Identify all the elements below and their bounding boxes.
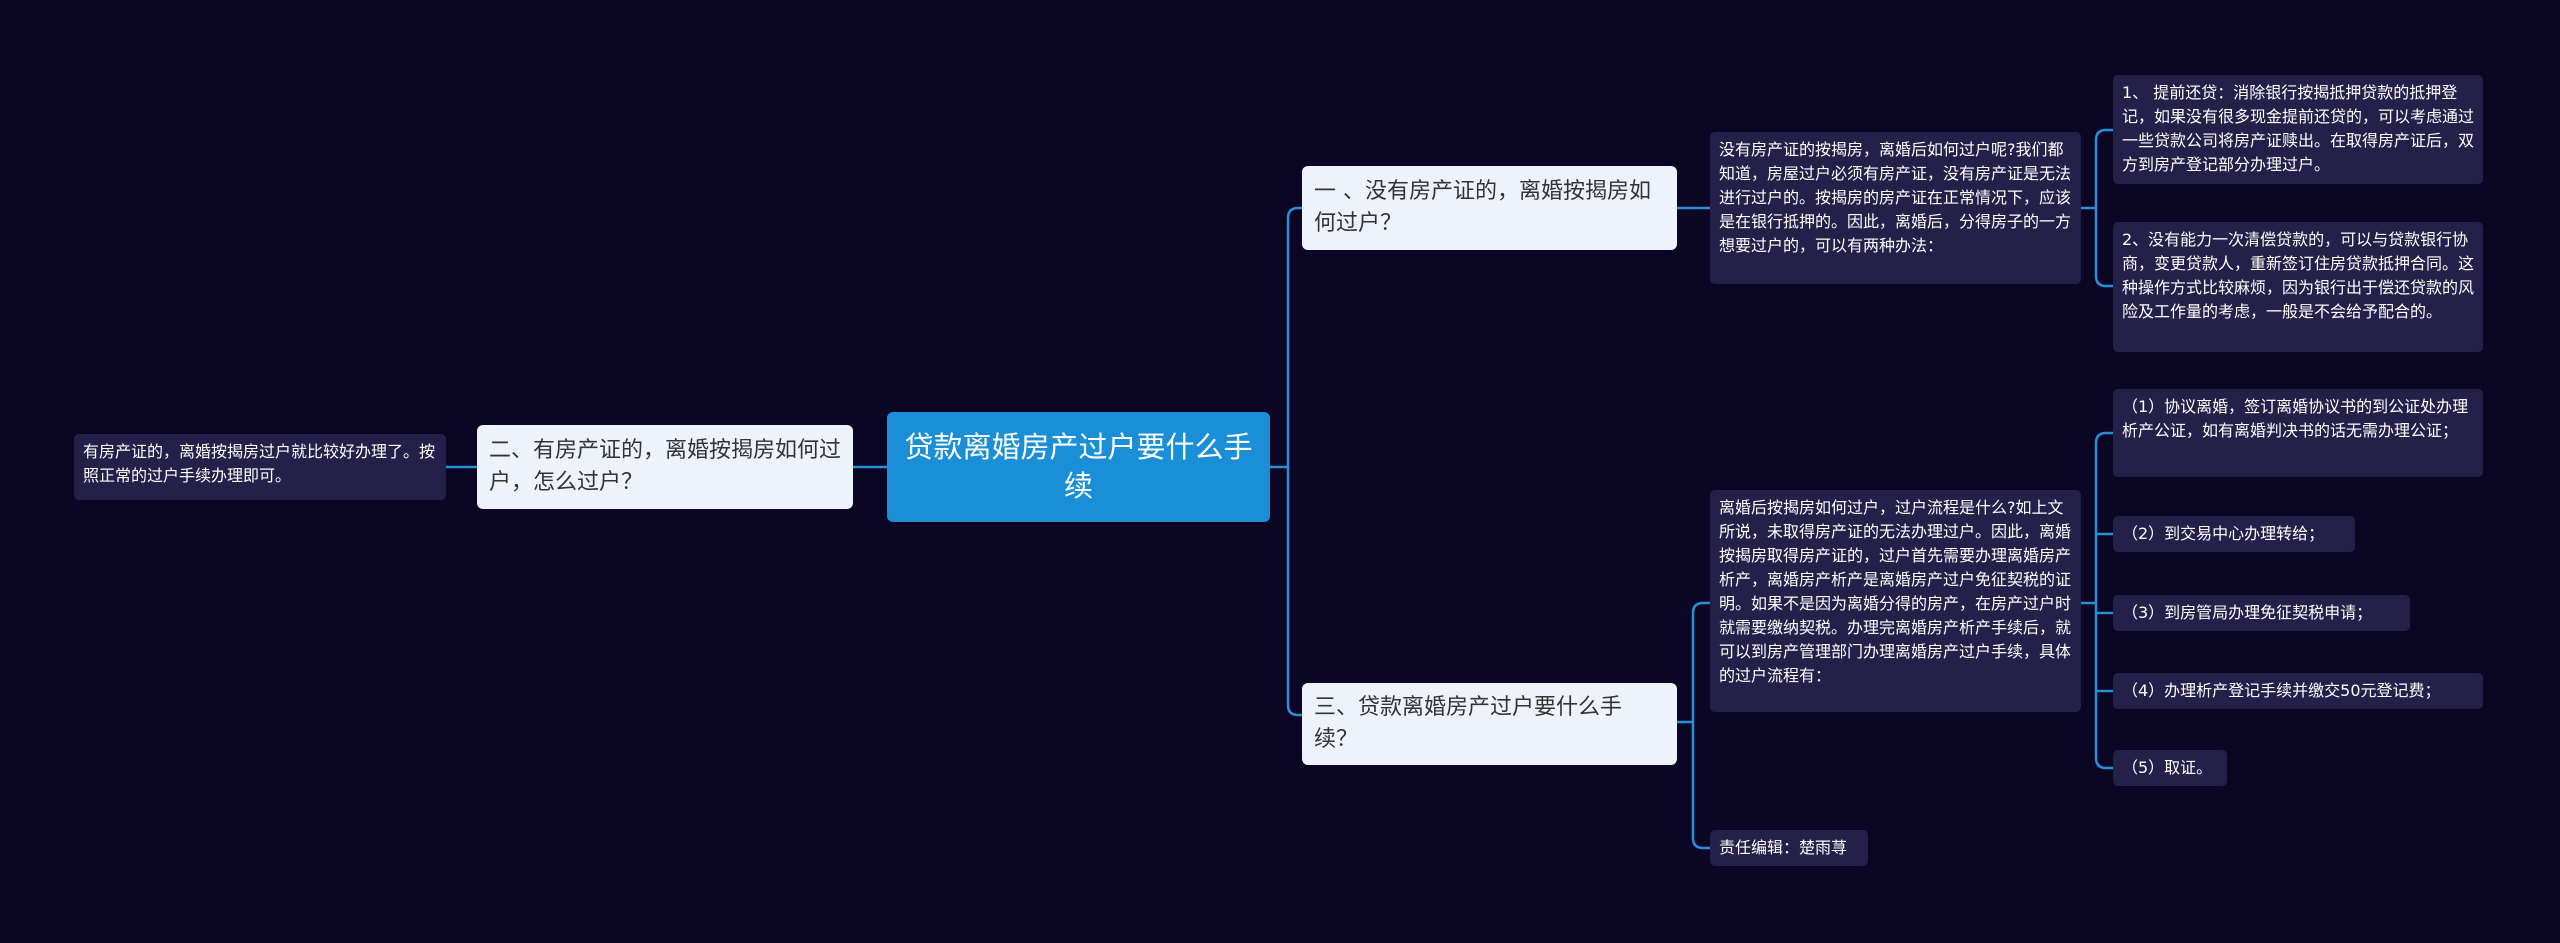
step-4[interactable]: （4）办理析产登记手续并缴交50元登记费；: [2113, 673, 2483, 709]
leaf-without-certificate-text[interactable]: 没有房产证的按揭房，离婚后如何过户呢?我们都知道，房屋过户必须有房产证，没有房产…: [1710, 132, 2081, 284]
step-2-text: （2）到交易中心办理转给；: [2122, 524, 2325, 543]
step-1[interactable]: （1）协议离婚，签订离婚协议书的到公证处办理析产公证，如有离婚判决书的话无需办理…: [2113, 389, 2483, 477]
root-topic-label: 贷款离婚房产过户要什么手续: [904, 429, 1253, 503]
branch-procedures-label: 三、贷款离婚房产过户要什么手续？: [1314, 695, 1623, 752]
step-4-text: （4）办理析产登记手续并缴交50元登记费；: [2122, 681, 2441, 700]
branch-with-certificate-label: 二、有房产证的，离婚按揭房如何过户，怎么过户？: [489, 438, 842, 495]
step-2[interactable]: （2）到交易中心办理转给；: [2113, 516, 2355, 552]
leaf-without-certificate-body: 没有房产证的按揭房，离婚后如何过户呢?我们都知道，房屋过户必须有房产证，没有房产…: [1719, 140, 2072, 255]
connector-root-right: [1270, 206, 1302, 717]
connector-b3-children: [1677, 601, 1710, 850]
leaf-editor-text: 责任编辑：楚雨荨: [1719, 838, 1848, 857]
leaf-with-certificate-text: 有房产证的，离婚按揭房过户就比较好办理了。按照正常的过户手续办理即可。: [83, 442, 436, 485]
method-change-borrower[interactable]: 2、没有能力一次清偿贷款的，可以与贷款银行协商，变更贷款人，重新签订住房贷款抵押…: [2113, 222, 2483, 352]
step-5-text: （5）取证。: [2122, 758, 2213, 777]
method-change-borrower-text: 2、没有能力一次清偿贷款的，可以与贷款银行协商，变更贷款人，重新签订住房贷款抵押…: [2122, 230, 2475, 321]
method-prepay[interactable]: 1、 提前还贷：消除银行按揭抵押贷款的抵押登记，如果没有很多现金提前还贷的，可以…: [2113, 75, 2483, 184]
step-3-text: （3）到房管局办理免征契税申请；: [2122, 603, 2373, 622]
step-5[interactable]: （5）取证。: [2113, 750, 2227, 786]
root-topic[interactable]: 贷款离婚房产过户要什么手续: [887, 412, 1270, 522]
leaf-editor[interactable]: 责任编辑：楚雨荨: [1710, 830, 1868, 866]
branch-without-certificate[interactable]: 一 、没有房产证的，离婚按揭房如何过户？: [1302, 166, 1677, 250]
leaf-procedures-body: 离婚后按揭房如何过户，过户流程是什么?如上文所说，未取得房产证的无法办理过户。因…: [1719, 498, 2072, 685]
leaf-with-certificate[interactable]: 有房产证的，离婚按揭房过户就比较好办理了。按照正常的过户手续办理即可。: [74, 434, 446, 500]
branch-procedures[interactable]: 三、贷款离婚房产过户要什么手续？: [1302, 683, 1677, 765]
branch-without-certificate-label: 一 、没有房产证的，离婚按揭房如何过户？: [1314, 179, 1651, 236]
connector-b1-methods: [2081, 128, 2113, 288]
method-prepay-text: 1、 提前还贷：消除银行按揭抵押贷款的抵押登记，如果没有很多现金提前还贷的，可以…: [2122, 83, 2475, 174]
connector-b3-steps: [2081, 431, 2113, 770]
step-3[interactable]: （3）到房管局办理免征契税申请；: [2113, 595, 2410, 631]
step-1-text: （1）协议离婚，签订离婚协议书的到公证处办理析产公证，如有离婚判决书的话无需办理…: [2122, 397, 2469, 440]
leaf-procedures-text[interactable]: 离婚后按揭房如何过户，过户流程是什么?如上文所说，未取得房产证的无法办理过户。因…: [1710, 490, 2081, 712]
branch-with-certificate[interactable]: 二、有房产证的，离婚按揭房如何过户，怎么过户？: [477, 425, 853, 509]
